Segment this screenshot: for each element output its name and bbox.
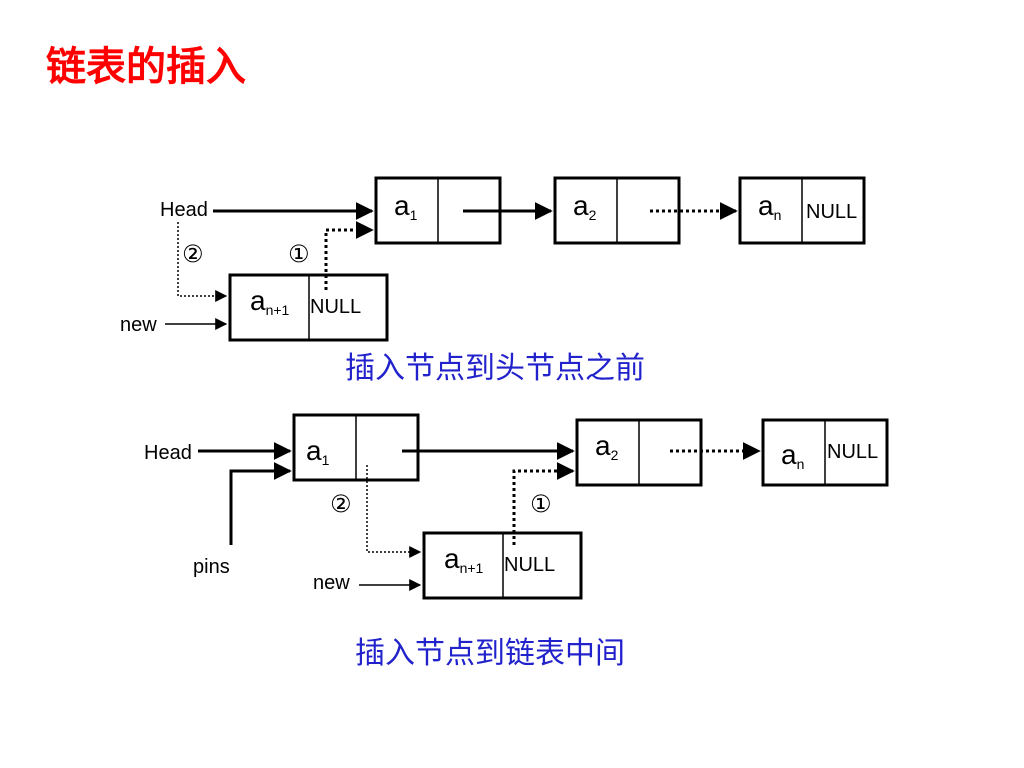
step-1-new-next-arrow (512, 462, 575, 545)
step-2-a1-to-new-arrow (366, 465, 422, 558)
node-subscript: n+1 (266, 302, 290, 318)
node-a2: a2 (575, 418, 703, 487)
new-label: new (120, 314, 157, 336)
null-pointer-label: NULL (827, 441, 878, 463)
node-subscript: 2 (589, 207, 597, 223)
node-subscript: 1 (410, 207, 418, 223)
node-subscript: 1 (322, 452, 330, 468)
diagram-middle-insert: a1 a2 an NULL an+1 NULL Head pins new ② … (144, 413, 889, 600)
page-title: 链表的插入 (46, 44, 246, 90)
node-value: a (394, 190, 410, 221)
node-value: a (595, 430, 611, 461)
node-subscript: n (797, 456, 805, 472)
pins-pointer-arrow (229, 462, 292, 545)
svg-text:a2: a2 (573, 190, 597, 223)
svg-text:a1: a1 (306, 435, 330, 468)
svg-text:an: an (758, 190, 781, 223)
node-value: a (573, 190, 589, 221)
node-an: an NULL (761, 418, 889, 487)
caption-middle-insert: 插入节点到链表中间 (355, 636, 625, 671)
null-pointer-label: NULL (504, 554, 555, 576)
node-an: an NULL (738, 176, 866, 245)
null-pointer-label: NULL (310, 296, 361, 318)
caption-head-insert: 插入节点到头节点之前 (345, 351, 645, 386)
node-a2: a2 (553, 176, 681, 245)
node-subscript: n+1 (460, 560, 484, 576)
new-node-an1: an+1 NULL (422, 531, 583, 600)
step-1-marker: ① (288, 240, 310, 268)
node-a1: a1 (292, 413, 420, 482)
step-2-head-to-new-arrow (177, 222, 228, 302)
null-pointer-label: NULL (806, 201, 857, 223)
head-label: Head (160, 199, 208, 221)
new-node-an1: an+1 NULL (228, 273, 389, 342)
node-value: a (758, 190, 774, 221)
node-subscript: n (774, 207, 782, 223)
svg-text:an+1: an+1 (250, 285, 290, 318)
head-label: Head (144, 442, 192, 464)
svg-text:a2: a2 (595, 430, 619, 463)
node-value: a (781, 439, 797, 470)
node-value: a (250, 285, 266, 316)
svg-text:a1: a1 (394, 190, 418, 223)
node-subscript: 2 (611, 447, 619, 463)
svg-text:an: an (781, 439, 804, 472)
step-1-new-next-arrow (324, 221, 374, 290)
node-value: a (444, 543, 460, 574)
new-label: new (313, 572, 350, 594)
pins-label: pins (193, 556, 230, 578)
step-2-marker: ② (182, 240, 204, 268)
svg-text:an+1: an+1 (444, 543, 484, 576)
node-value: a (306, 435, 322, 466)
step-2-marker: ② (330, 490, 352, 518)
diagram-head-insert: a1 a2 an NULL an+1 NULL Head new ② ① (120, 176, 866, 342)
step-1-marker: ① (530, 490, 552, 518)
